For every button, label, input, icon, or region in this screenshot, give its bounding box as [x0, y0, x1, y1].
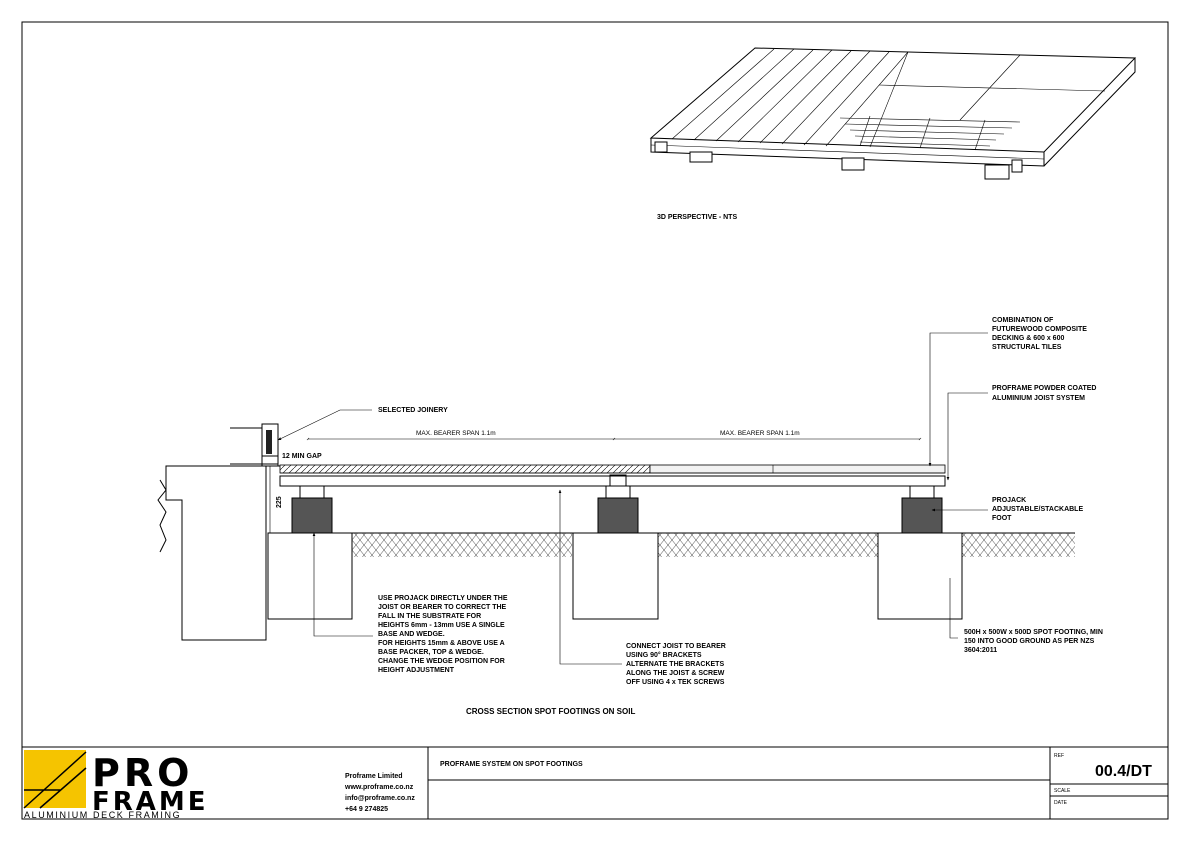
note-projack: PROJACK ADJUSTABLE/STACKABLE FOOT [992, 497, 1085, 522]
note-decking: COMBINATION OF FUTUREWOOD COMPOSITE DECK… [992, 317, 1089, 351]
perspective-label: 3D PERSPECTIVE - NTS [657, 214, 737, 221]
composite-decking [279, 464, 651, 474]
note-joinery: SELECTED JOINERY [378, 407, 448, 414]
svg-text:PRO: PRO [92, 751, 193, 795]
spot-footing [572, 532, 659, 620]
drawing-title: PROFRAME SYSTEM ON SPOT FOOTINGS [440, 761, 583, 768]
projack-foot [901, 485, 943, 534]
proframe-logo: PRO FRAME ALUMINIUM DECK FRAMING [23, 750, 209, 820]
note-connect: CONNECT JOIST TO BEARER USING 90° BRACKE… [626, 643, 728, 686]
height-dimension: 225 [276, 496, 283, 508]
date-label: DATE [1054, 800, 1068, 806]
projack-foot [597, 474, 639, 534]
company-details: Proframe Limited www.proframe.co.nz info… [344, 773, 417, 813]
gap-label: 12 MIN GAP [282, 453, 322, 460]
structural-tiles [649, 464, 946, 474]
bearer [279, 475, 946, 487]
span-label-right: MAX. BEARER SPAN 1.1m [720, 430, 800, 437]
section-title: CROSS SECTION SPOT FOOTINGS ON SOIL [466, 707, 635, 716]
ref-label: REF [1054, 753, 1064, 759]
note-use-projack: USE PROJACK DIRECTLY UNDER THE JOIST OR … [378, 595, 509, 674]
scale-label: SCALE [1054, 788, 1071, 794]
svg-text:ALUMINIUM DECK FRAMING: ALUMINIUM DECK FRAMING [24, 810, 181, 820]
perspective-view: 3D PERSPECTIVE - NTS [649, 47, 1137, 221]
svg-text:FRAME: FRAME [92, 787, 209, 817]
note-footing: 500H x 500W x 500D SPOT FOOTING, MIN 150… [964, 629, 1105, 654]
span-label-left: MAX. BEARER SPAN 1.1m [416, 430, 496, 437]
title-block: PRO FRAME ALUMINIUM DECK FRAMING Profram… [23, 747, 1168, 820]
joinery [230, 423, 280, 467]
sheet-border [21, 21, 1169, 820]
projack-foot [291, 485, 333, 534]
spot-footing [877, 532, 963, 620]
note-joist: PROFRAME POWDER COATED ALUMINIUM JOIST S… [992, 385, 1098, 402]
cross-section: MAX. BEARER SPAN 1.1m MAX. BEARER SPAN 1… [157, 317, 1105, 716]
drawing-ref: 00.4/DT [1095, 763, 1152, 780]
